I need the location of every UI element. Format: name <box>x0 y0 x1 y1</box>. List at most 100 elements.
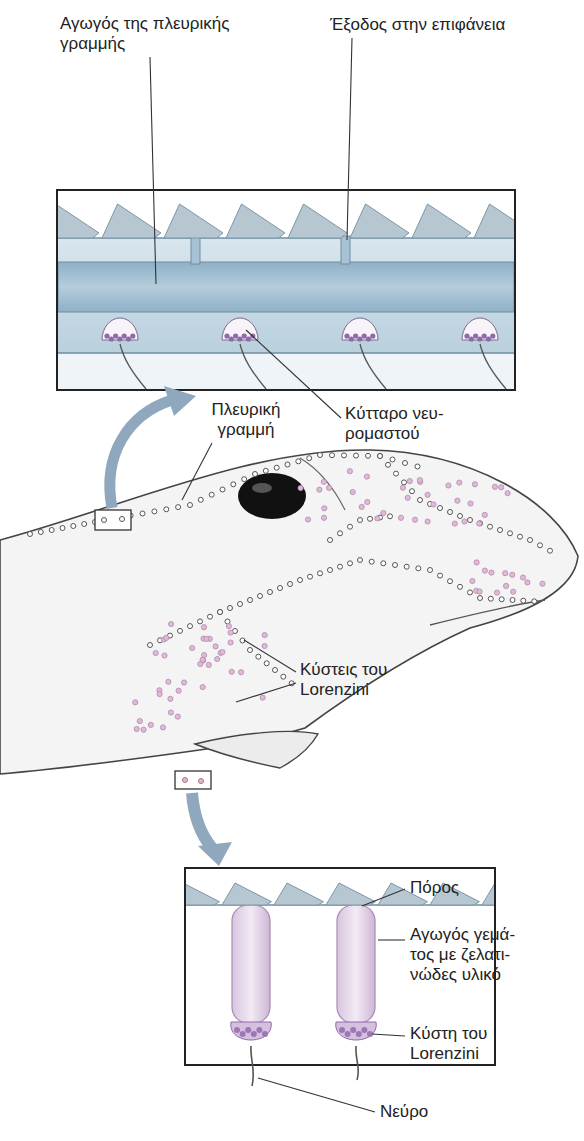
canal-pore <box>253 472 258 477</box>
canal-pore <box>403 461 408 466</box>
canal-pore <box>298 578 303 583</box>
canal-pore <box>458 514 463 519</box>
canal-pore <box>369 559 374 564</box>
nerve <box>251 1046 254 1086</box>
canal-pore <box>268 590 273 595</box>
canal-pore <box>231 482 236 487</box>
denticle <box>474 204 514 238</box>
canal-pore <box>218 610 223 615</box>
ampulla-pore <box>364 474 369 479</box>
ampulla-pore <box>175 714 180 719</box>
canal-pore <box>418 498 423 503</box>
canal-pore <box>499 597 504 602</box>
hair-cell <box>370 333 375 338</box>
canal-pore <box>338 531 343 536</box>
ampulla-pore <box>262 643 267 648</box>
ampulla-pore <box>525 580 530 585</box>
receptor-cell <box>245 1027 251 1033</box>
ampulla-pore <box>220 650 225 655</box>
hair-cell <box>224 333 229 338</box>
canal-pore <box>263 468 268 473</box>
ampulla <box>336 1022 376 1040</box>
denticle <box>288 204 347 238</box>
canal-pore <box>176 505 181 510</box>
part-label: Πόρος <box>410 878 459 898</box>
nerve <box>240 344 266 389</box>
canal-pore <box>478 521 483 526</box>
nerve <box>356 1046 359 1080</box>
canal-pore <box>381 561 386 566</box>
ampulla-pore <box>474 560 479 565</box>
part-label: Κύστη του Lorenzini <box>410 1024 510 1064</box>
hair-cell <box>366 336 371 341</box>
ampulla-pore <box>417 477 422 482</box>
hair-cell <box>246 336 251 341</box>
ampulla-pore <box>457 480 462 485</box>
ampulla-pore <box>540 581 545 586</box>
canal-pore <box>378 454 383 459</box>
ampulla-pore <box>494 590 499 595</box>
zoom-arrow <box>110 400 172 508</box>
hair-cell <box>117 336 122 341</box>
pectoral-fin <box>195 731 318 768</box>
ampulla-pore <box>455 498 460 503</box>
ampulla-pore <box>153 650 158 655</box>
part-label: Κύτταρο νευ- ρομαστού <box>345 404 473 444</box>
ampulla-pore <box>260 695 265 700</box>
canal-pore <box>198 619 203 624</box>
ampulla-pore <box>137 719 142 724</box>
canal-pore <box>238 602 243 607</box>
ampulla <box>231 1022 271 1040</box>
part-label: Νεύρο <box>380 1102 428 1122</box>
denticle <box>58 204 99 238</box>
ampulla-pore <box>164 635 169 640</box>
part-label: Έξοδος στην επιφάνεια <box>330 15 505 35</box>
canal-pore <box>354 453 359 458</box>
ampulla-pore <box>470 578 475 583</box>
canal-pore <box>258 594 263 599</box>
canal-pore <box>416 566 421 571</box>
ampulla-pore <box>201 658 206 663</box>
nerve <box>120 344 146 389</box>
canal-pore <box>468 590 473 595</box>
ampulla-pore <box>425 492 430 497</box>
canal-pore <box>358 558 363 563</box>
ampulla-pore <box>166 679 171 684</box>
ampulla-pore <box>381 510 386 515</box>
ampulla-pore <box>375 516 380 521</box>
canal-pore <box>220 487 225 492</box>
ampulla-pore <box>504 583 509 588</box>
nerve <box>480 344 506 389</box>
eye <box>238 473 306 519</box>
canal-pore <box>307 456 312 461</box>
canal-pore <box>164 507 169 512</box>
canal-pore <box>366 453 371 458</box>
canal-pore <box>438 506 443 511</box>
ampulla-pore <box>347 469 352 474</box>
canal-pore <box>38 530 43 535</box>
ampulla-pore <box>168 710 173 715</box>
canal-pore <box>28 532 33 537</box>
receptor-cell <box>251 1031 257 1037</box>
hair-cell <box>464 333 469 338</box>
canal-pore <box>285 462 290 467</box>
ampulla-pore <box>228 640 233 645</box>
canal-pore <box>140 511 145 516</box>
ampulla-pore <box>213 644 218 649</box>
ampulla-pore <box>229 669 234 674</box>
part-label: Κύστεις του Lorenzini <box>300 660 412 700</box>
ampulla-pore <box>176 688 181 693</box>
ampulla-pore <box>398 515 403 520</box>
hair-cell <box>349 336 354 341</box>
canal-pore <box>478 596 483 601</box>
hair-cell <box>473 333 478 338</box>
ampulla-pore <box>431 502 436 507</box>
ampulla-pore <box>133 700 138 705</box>
ampulla-pore <box>446 483 451 488</box>
ampulla-pore <box>190 645 195 650</box>
ampulla-pore <box>228 630 233 635</box>
ampulla-pore <box>468 501 473 506</box>
ampulla-pore <box>327 485 332 490</box>
canal-pore <box>256 654 261 659</box>
canal-pore <box>415 464 420 469</box>
